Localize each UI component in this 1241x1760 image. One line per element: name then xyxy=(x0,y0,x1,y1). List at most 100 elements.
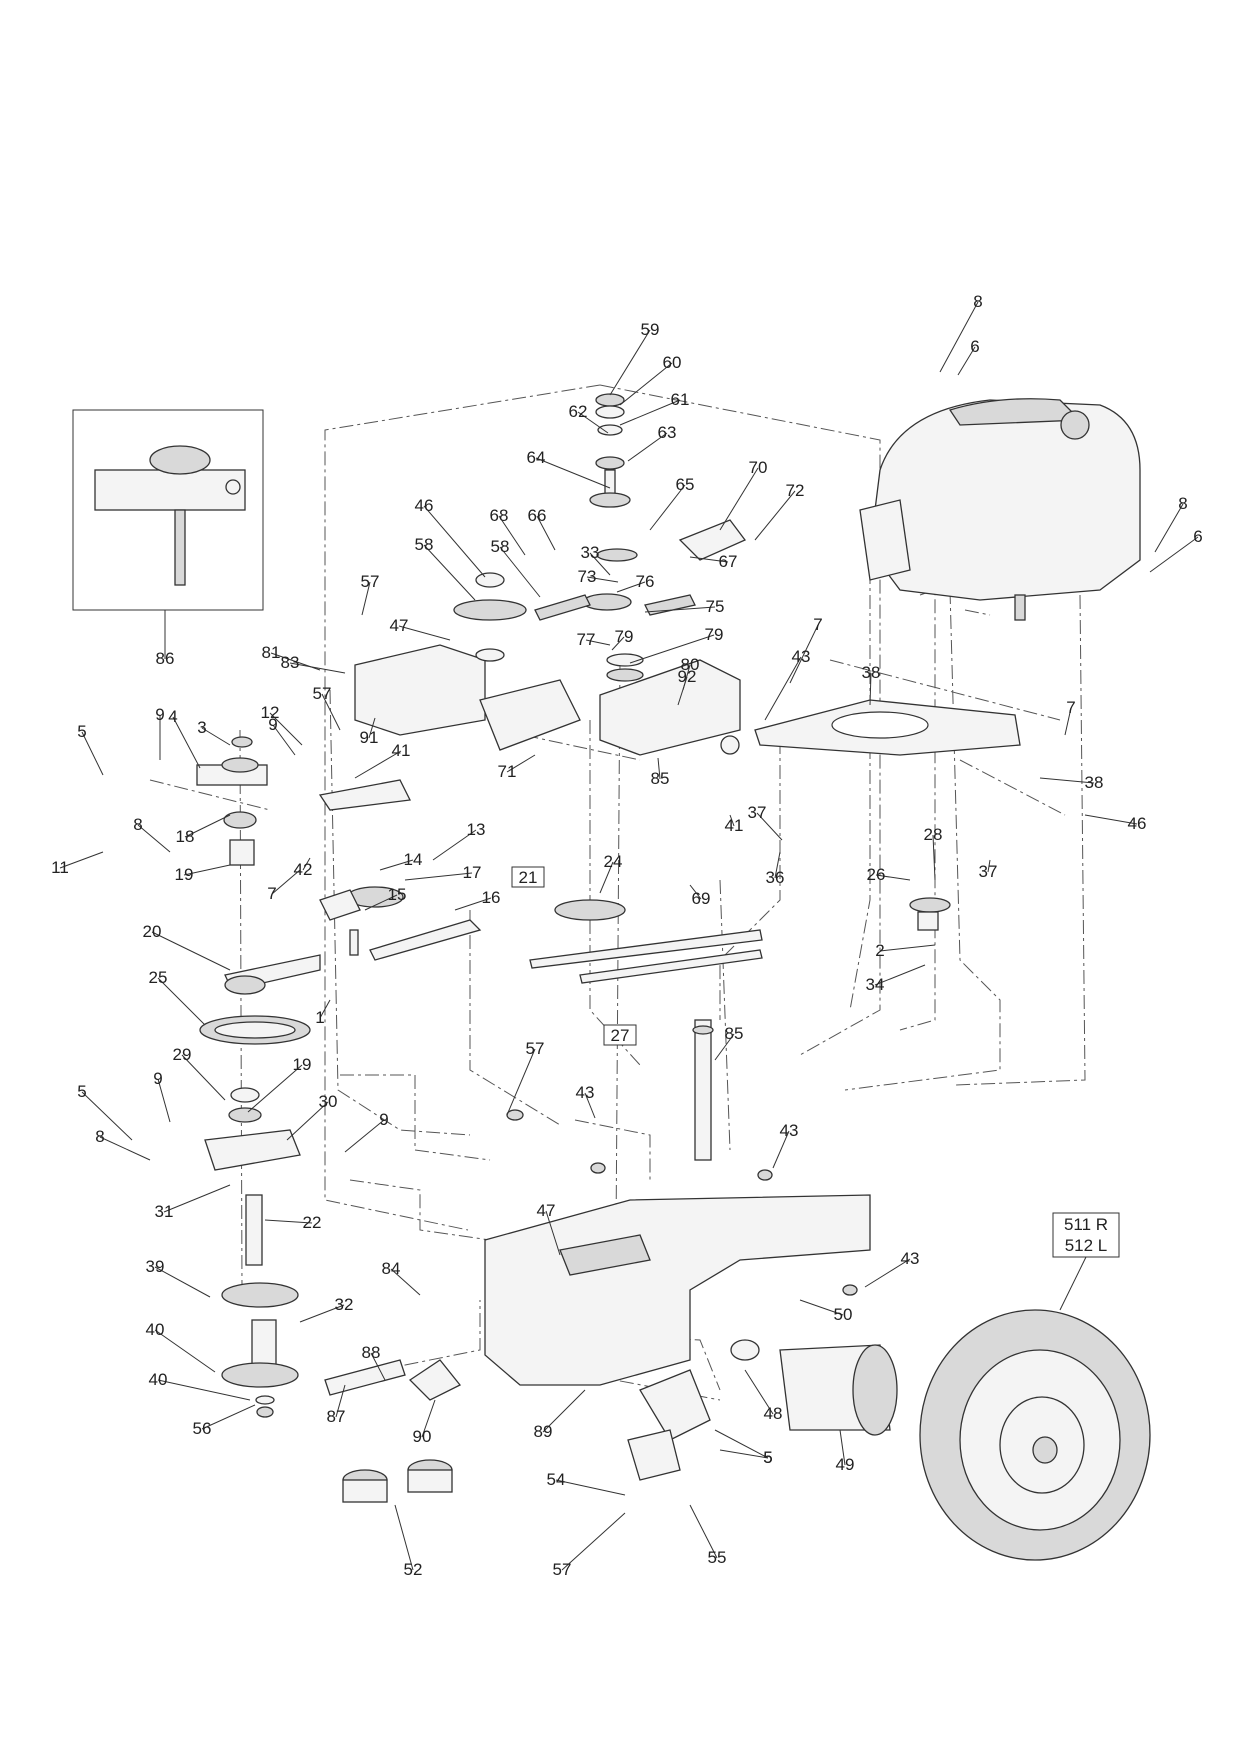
leader-line xyxy=(172,716,201,769)
callout-label: 66 xyxy=(528,506,547,525)
svg-text:27: 27 xyxy=(611,1026,630,1045)
callout-label: 49 xyxy=(836,1455,855,1474)
callout-label: 90 xyxy=(413,1427,432,1446)
leader-line xyxy=(561,1512,626,1571)
callout-label: 38 xyxy=(1085,773,1104,792)
leader-line xyxy=(361,581,371,616)
leader-line xyxy=(151,931,231,971)
leader-line xyxy=(677,676,688,706)
callout-label: 79 xyxy=(705,625,724,644)
leader-line xyxy=(321,693,341,731)
callout-label: 88 xyxy=(362,1343,381,1362)
callout-label: 39 xyxy=(146,1257,165,1276)
boxed-label-27: 27 xyxy=(603,1024,637,1046)
callout-label: 40 xyxy=(146,1320,165,1339)
callout-label: 68 xyxy=(490,506,509,525)
callout-label: 17 xyxy=(463,863,482,882)
callout-label: 9 xyxy=(268,715,277,734)
callout-label: 3 xyxy=(197,718,206,737)
left-pulley-column xyxy=(196,736,321,1418)
gear-stack xyxy=(453,393,747,682)
leader-line xyxy=(1039,777,1095,784)
callout-label: 30 xyxy=(319,1092,338,1111)
leader-line xyxy=(271,869,301,895)
leader-line xyxy=(368,717,376,739)
callout-label: 72 xyxy=(786,481,805,500)
leader-line xyxy=(286,1101,329,1141)
callout-label: 57 xyxy=(313,684,332,703)
callout-label: 87 xyxy=(327,1407,346,1426)
leader-line xyxy=(1149,536,1199,573)
leader-line xyxy=(394,1504,414,1571)
callout-label: 77 xyxy=(577,630,596,649)
leader-line xyxy=(302,857,311,871)
callout-label: 6 xyxy=(1193,527,1202,546)
leader-line xyxy=(201,727,231,746)
callout-label: 57 xyxy=(526,1039,545,1058)
engine xyxy=(859,398,1141,621)
leader-line xyxy=(577,411,609,434)
leader-line xyxy=(729,814,735,827)
callout-label: 54 xyxy=(547,1470,566,1489)
leader-line xyxy=(319,999,331,1019)
callout-label: 57 xyxy=(553,1560,572,1579)
callout-label: 46 xyxy=(1128,814,1147,833)
leader-line xyxy=(59,851,104,869)
callout-label: 58 xyxy=(491,537,510,556)
callout-label: 79 xyxy=(615,627,634,646)
callout-label: 22 xyxy=(303,1213,322,1232)
callout-label: 33 xyxy=(581,543,600,562)
leader-line xyxy=(423,544,476,601)
callout-label: 59 xyxy=(641,320,660,339)
leader-line xyxy=(627,432,668,462)
callout-label: 43 xyxy=(780,1121,799,1140)
callout-label: 11 xyxy=(51,858,69,877)
callout-label: 48 xyxy=(764,1404,783,1423)
leader-line xyxy=(689,884,702,900)
leader-line xyxy=(157,1379,251,1401)
leader-line xyxy=(839,1429,846,1466)
leader-line xyxy=(774,851,781,879)
callout-label: 36 xyxy=(766,868,785,887)
callout-label: 55 xyxy=(708,1548,727,1567)
leader-line xyxy=(1154,503,1184,553)
callout-label: 8 xyxy=(133,815,142,834)
callout-label: 58 xyxy=(415,535,434,554)
callout-label: 63 xyxy=(658,423,677,442)
leader-line xyxy=(599,861,614,894)
callout-label: 83 xyxy=(281,653,300,672)
leader-line xyxy=(756,812,783,841)
leader-line xyxy=(689,556,729,563)
leader-line xyxy=(714,1429,769,1459)
leader-line xyxy=(657,757,661,780)
callout-label: 15 xyxy=(388,885,407,904)
callout-label: 14 xyxy=(404,850,423,869)
leader-line xyxy=(157,1078,171,1123)
leader-line xyxy=(744,1369,774,1415)
svg-text:511 R: 511 R xyxy=(1064,1215,1108,1234)
leader-line xyxy=(201,1404,256,1430)
leader-line xyxy=(344,1119,385,1153)
leader-line xyxy=(987,859,991,873)
leader-line xyxy=(299,1304,345,1323)
callout-label: 13 xyxy=(467,820,486,839)
callout-label: 16 xyxy=(482,888,501,907)
callout-label: 64 xyxy=(527,448,546,467)
callout-label: 43 xyxy=(576,1083,595,1102)
callout-label: 7 xyxy=(267,884,276,903)
callout-label: 26 xyxy=(867,865,886,884)
callout-label: 5 xyxy=(77,1082,86,1101)
leader-line xyxy=(432,829,477,861)
wheel xyxy=(919,1309,1151,1561)
leader-line xyxy=(364,894,398,911)
callout-label: 28 xyxy=(924,825,943,844)
leader-line xyxy=(611,636,625,651)
leader-line xyxy=(99,1136,151,1161)
leader-line xyxy=(649,484,686,531)
leader-line xyxy=(163,1184,231,1213)
callout-label: 4 xyxy=(168,707,177,726)
callout-label: 5 xyxy=(763,1448,772,1467)
leader-line xyxy=(272,724,296,756)
callout-label: 5 xyxy=(763,1448,772,1467)
